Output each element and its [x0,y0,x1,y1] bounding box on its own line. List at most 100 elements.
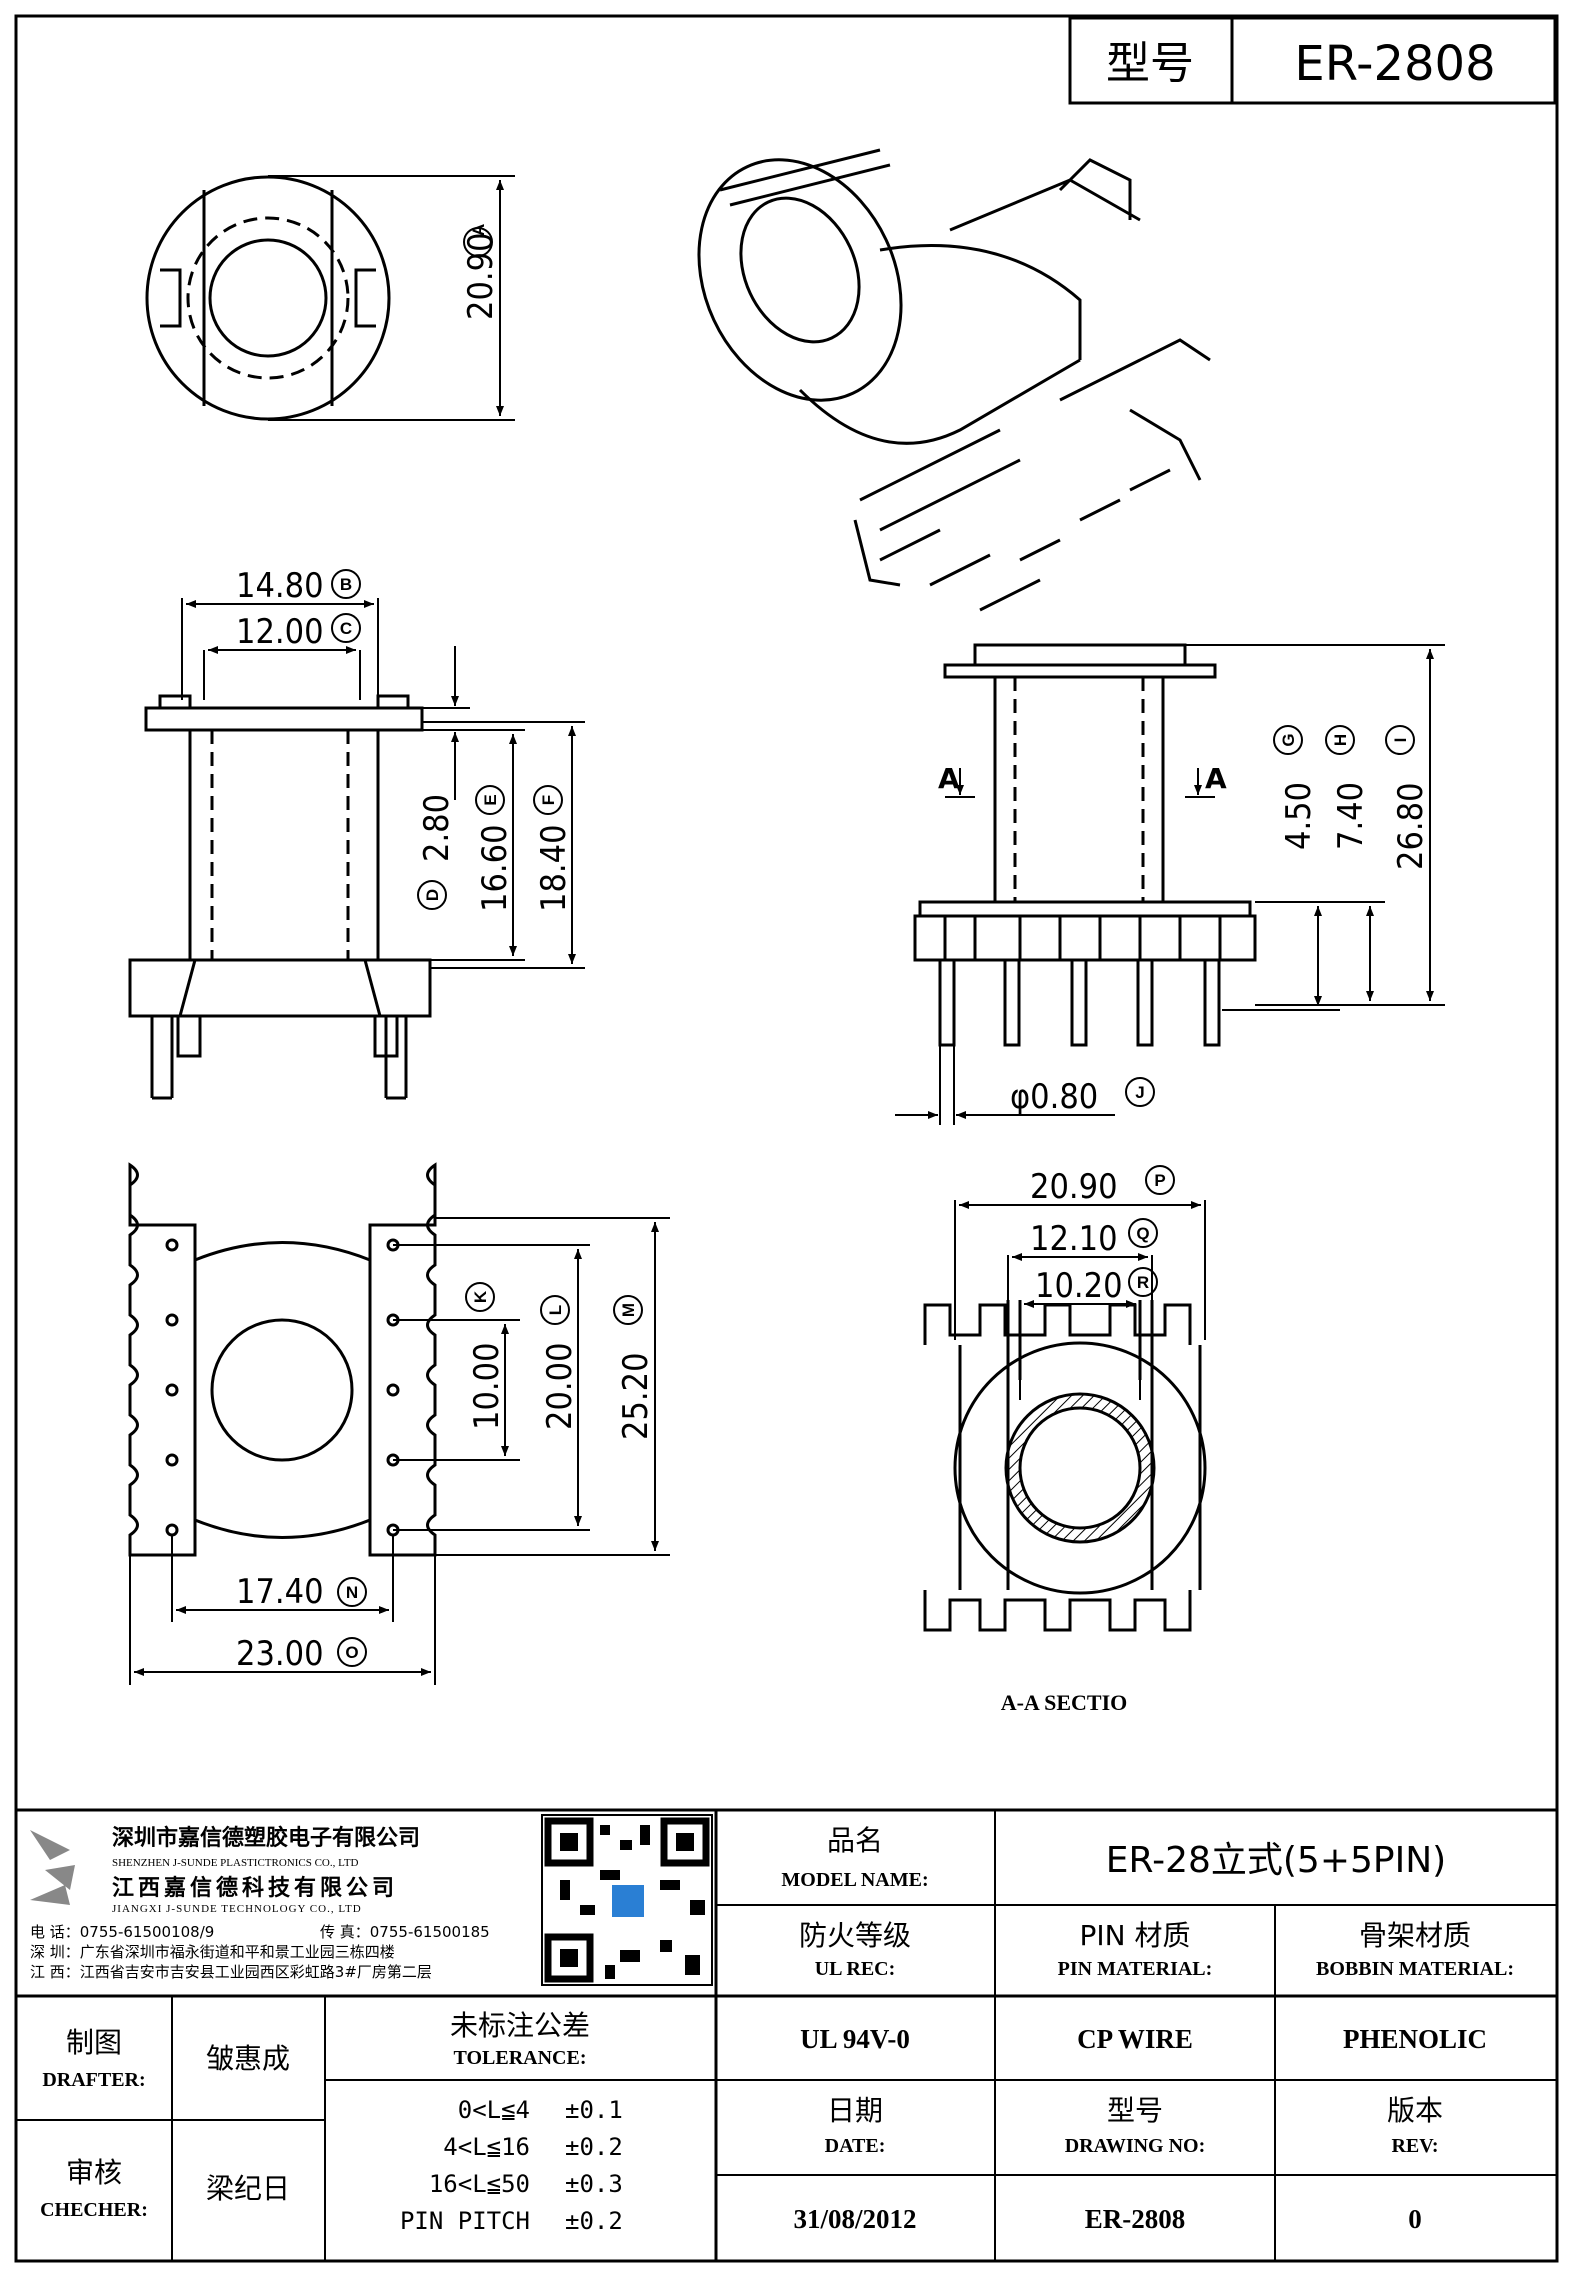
dim-C: 12.00 C [203,612,361,700]
dim-D-letter: D [423,889,442,901]
dim-N-value: 17.40 [236,1572,324,1612]
bobbin-material-cn: 骨架材质 [1359,1919,1471,1952]
dim-F-letter: F [539,795,558,805]
company-fax: 传 真：0755-61500185 [320,1923,490,1941]
dim-B-value: 14.80 [236,566,324,606]
bobbin-material-en: BOBBIN MATERIAL: [1316,1958,1514,1980]
title-block: 深圳市嘉信德塑胶电子有限公司 SHENZHEN J-SUNDE PLASTICT… [16,1808,1557,2261]
dim-G: 4.50 G [1222,725,1340,1011]
dim-K-value: 10.00 [467,1342,507,1430]
company-name-jx-en: JIANGXI J-SUNDE TECHNOLOGY CO., LTD [112,1903,362,1915]
company-name-sz-en: SHENZHEN J-SUNDE PLASTICTRONICS CO., LTD [112,1857,359,1869]
pin-material-cn: PIN 材质 [1080,1919,1191,1952]
ul-rec-cn: 防火等级 [799,1919,911,1952]
bobbin-material-value: PHENOLIC [1343,2024,1487,2054]
dim-M: 25.20 M [435,1217,670,1556]
model-name-cn: 品名 [827,1824,883,1857]
side-view [913,643,1257,1047]
checker-en: CHECHER: [40,2199,148,2221]
dim-J: φ0.80 J [895,1045,1155,1125]
dim-J-letter: J [1135,1083,1144,1102]
dim-K-letter: K [471,1290,490,1303]
dim-A: 20.90 A [268,175,515,421]
section-mark-right: A [1205,762,1227,795]
title-model-value: ER-2808 [1294,36,1495,92]
dim-R: 10.20 R [1019,1266,1158,1400]
company-name-sz: 深圳市嘉信德塑胶电子有限公司 [112,1825,420,1851]
top-view [145,175,391,421]
drafter-cn: 制图 [66,2026,122,2059]
tolerance-value: ±0.2 [565,2207,623,2235]
tolerance-range: 0<L≦4 [458,2096,530,2124]
bottom-view [128,1162,437,1557]
company-name-jx: 江西嘉信德科技有限公司 [112,1875,398,1901]
dim-C-value: 12.00 [236,612,324,652]
tolerance-cn: 未标注公差 [450,2009,590,2042]
dim-I-letter: I [1391,738,1410,743]
pin-material-en: PIN MATERIAL: [1058,1958,1213,1980]
qr-code [541,1814,713,1986]
dim-Q-value: 12.10 [1030,1219,1118,1259]
section-caption: A-A SECTIO [1001,1690,1128,1715]
dim-E-letter: E [481,794,500,805]
drawing-no-cn: 型号 [1107,2094,1163,2127]
ul-rec-en: UL REC: [815,1958,896,1980]
rev-en: REV: [1391,2135,1438,2157]
title-box: 型号 ER-2808 [1068,16,1557,105]
isometric-view [697,148,1211,612]
tolerance-value: ±0.1 [565,2096,623,2124]
dim-A-letter: A [469,224,488,236]
dim-L: 20.00 L [393,1244,590,1531]
dim-D: 2.80 D [417,646,470,910]
company-phone: 电 话：0755-61500108/9 [30,1923,214,1941]
dim-I: 26.80 I [1185,644,1445,1006]
drawing-no-en: DRAWING NO: [1065,2135,1206,2157]
dim-N: 17.40 N [171,1535,394,1622]
drawing-no-value: ER-2808 [1085,2204,1186,2234]
dim-M-value: 25.20 [616,1352,656,1440]
section-marks: A A [938,762,1227,798]
date-value: 31/08/2012 [793,2204,916,2234]
dim-P-value: 20.90 [1030,1167,1118,1207]
company-address-sz: 深 圳：广东省深圳市福永街道和平和景工业园三栋四楼 [30,1943,395,1961]
dim-P: 20.90 P [954,1165,1206,1340]
company-address-jx: 江 西：江西省吉安市吉安县工业园西区彩虹路3#厂房第二层 [30,1963,432,1981]
dim-D-value: 2.80 [417,794,457,862]
tolerance-range: 4<L≦16 [443,2133,530,2161]
tolerance-value: ±0.2 [565,2133,623,2161]
ul-rec-value: UL 94V-0 [800,2024,910,2054]
dim-F: 18.40 F [422,721,585,969]
sheet-border [14,14,1559,2263]
dim-F-value: 18.40 [534,824,574,912]
tolerance-table: 0<L≦4 ±0.1 4<L≦16 ±0.2 16<L≦50 ±0.3 PIN … [400,2096,623,2235]
dim-H-letter: H [1331,734,1350,746]
dim-M-letter: M [619,1303,638,1317]
dim-B-letter: B [340,575,352,594]
tolerance-range: 16<L≦50 [429,2170,530,2198]
checker-cn: 审核 [66,2156,122,2189]
dim-I-value: 26.80 [1391,782,1431,870]
drafter-value: 皱惠成 [206,2042,290,2075]
tolerance-value: ±0.3 [565,2170,623,2198]
dim-L-letter: L [546,1305,565,1315]
dim-R-letter: R [1137,1273,1149,1292]
section-mark-left: A [938,762,960,795]
dim-C-letter: C [340,619,352,638]
dim-K: 10.00 K [393,1282,520,1461]
checker-value: 梁纪日 [206,2172,290,2205]
tolerance-en: TOLERANCE: [454,2047,587,2069]
dim-H: 7.40 H [1255,725,1385,1006]
dim-O-value: 23.00 [236,1634,324,1674]
dim-G-value: 4.50 [1279,782,1319,850]
dim-G-letter: G [1279,733,1298,746]
dim-J-value: φ0.80 [1010,1077,1098,1117]
dim-A-value: 20.90 [461,232,501,320]
company-logo [30,1830,75,1905]
dim-P-letter: P [1154,1171,1165,1190]
dim-O: 23.00 O [129,1555,436,1685]
drafter-en: DRAFTER: [42,2069,145,2091]
dim-R-value: 10.20 [1035,1266,1123,1306]
model-name-en: MODEL NAME: [781,1869,928,1891]
model-name-value: ER-28立式(5+5PIN) [1106,1840,1446,1881]
